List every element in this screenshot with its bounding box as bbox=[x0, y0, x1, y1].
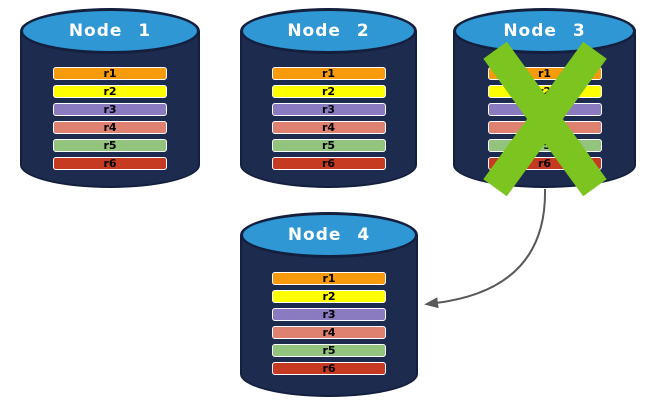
row-r6: r6 bbox=[53, 157, 167, 170]
rows-list: r1 r2 r3 r4 r5 r6 bbox=[271, 67, 386, 170]
rows-list: r1 r2 r3 r4 r5 r6 bbox=[272, 272, 386, 375]
node-label: Node 3 bbox=[503, 20, 586, 41]
node-2-cylinder: Node 2 r1 r2 r3 r4 r5 r6 bbox=[240, 8, 417, 188]
cylinder-top: Node 1 bbox=[20, 8, 200, 54]
row-r3: r3 bbox=[272, 308, 386, 321]
row-r4: r4 bbox=[53, 121, 167, 134]
cylinder-top: Node 4 bbox=[240, 212, 418, 258]
node-4-cylinder: Node 4 r1 r2 r3 r4 r5 r6 bbox=[240, 212, 418, 397]
row-r5: r5 bbox=[272, 344, 386, 357]
failure-x-mark bbox=[483, 41, 607, 196]
node-label: Node 1 bbox=[68, 20, 152, 41]
row-r4: r4 bbox=[272, 326, 386, 339]
rows-list: r1 r2 r3 r4 r5 r6 bbox=[53, 67, 167, 170]
row-r6: r6 bbox=[271, 157, 386, 170]
row-r1: r1 bbox=[271, 67, 386, 80]
row-r3: r3 bbox=[53, 103, 167, 116]
row-r5: r5 bbox=[271, 139, 386, 152]
row-r6: r6 bbox=[272, 362, 386, 375]
failover-arrow-path bbox=[424, 188, 547, 309]
row-r1: r1 bbox=[53, 67, 167, 80]
cylinder-top: Node 3 bbox=[453, 8, 636, 54]
row-r2: r2 bbox=[271, 85, 386, 98]
node-label: Node 2 bbox=[287, 20, 370, 41]
row-r2: r2 bbox=[53, 85, 167, 98]
row-r3: r3 bbox=[271, 103, 386, 116]
row-r4: r4 bbox=[271, 121, 386, 134]
row-r2: r2 bbox=[272, 290, 386, 303]
row-r1: r1 bbox=[272, 272, 386, 285]
cylinder-top: Node 2 bbox=[240, 8, 417, 54]
node-label: Node 4 bbox=[287, 224, 371, 245]
row-r5: r5 bbox=[53, 139, 167, 152]
node-1-cylinder: Node 1 r1 r2 r3 r4 r5 r6 bbox=[20, 8, 200, 188]
